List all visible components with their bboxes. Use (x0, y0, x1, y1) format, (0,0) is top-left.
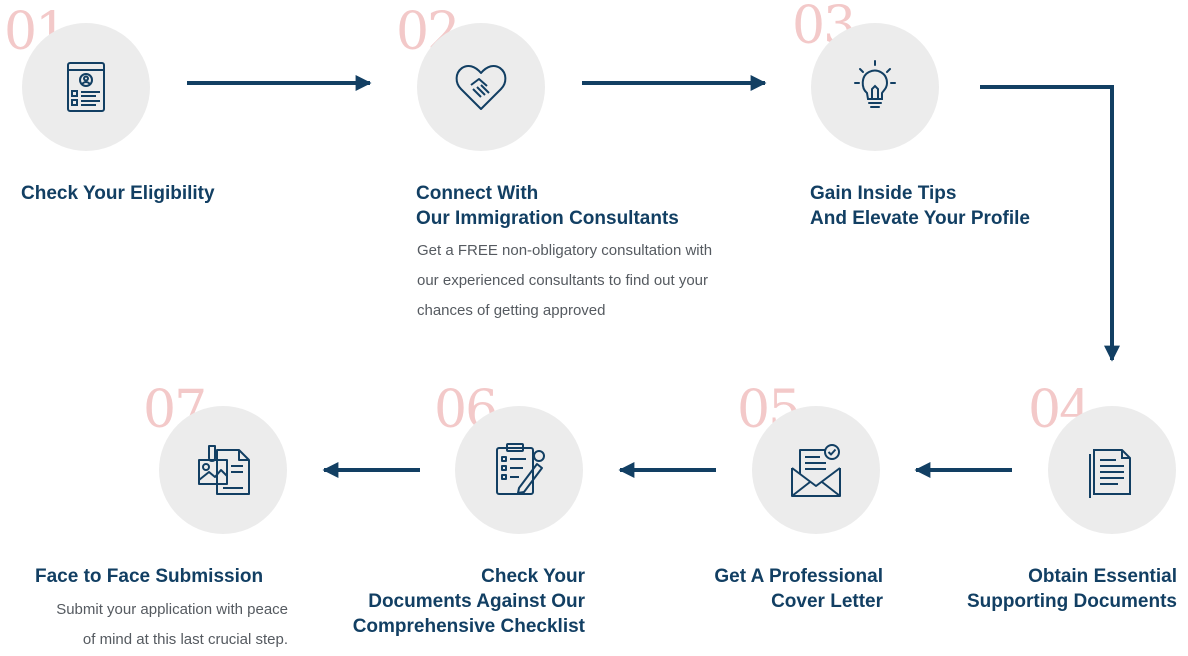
handshake-heart-icon (455, 64, 507, 110)
step-title: Check Your Eligibility (21, 183, 215, 204)
step-circle (455, 406, 583, 534)
step-title: Get A Professional Cover Letter (714, 566, 883, 612)
document-icon (1089, 449, 1131, 498)
step-title: Obtain Essential Supporting Documents (966, 566, 1177, 612)
checklist-pen-icon (496, 443, 545, 495)
step-circle (159, 406, 287, 534)
step-description: Submit your application with peace of mi… (56, 601, 288, 648)
files-images-icon (198, 445, 250, 495)
step-description: Get a FREE non-obligatory consultation w… (417, 242, 713, 319)
envelope-letter-icon (791, 444, 841, 497)
profile-form-icon (67, 62, 105, 112)
step-circle (1048, 406, 1176, 534)
step-title: Face to Face Submission (35, 566, 264, 587)
step-title: Gain Inside Tips And Elevate Your Profil… (810, 183, 1030, 229)
step-circle (22, 23, 150, 151)
step-title: Check Your Documents Against Our Compreh… (352, 566, 585, 637)
lightbulb-icon (854, 60, 896, 108)
step-circle (752, 406, 880, 534)
arrow-3-to-4 (980, 85, 1120, 362)
step-circle (811, 23, 939, 151)
step-circle (417, 23, 545, 151)
step-title: Connect With Our Immigration Consultants (416, 183, 679, 229)
